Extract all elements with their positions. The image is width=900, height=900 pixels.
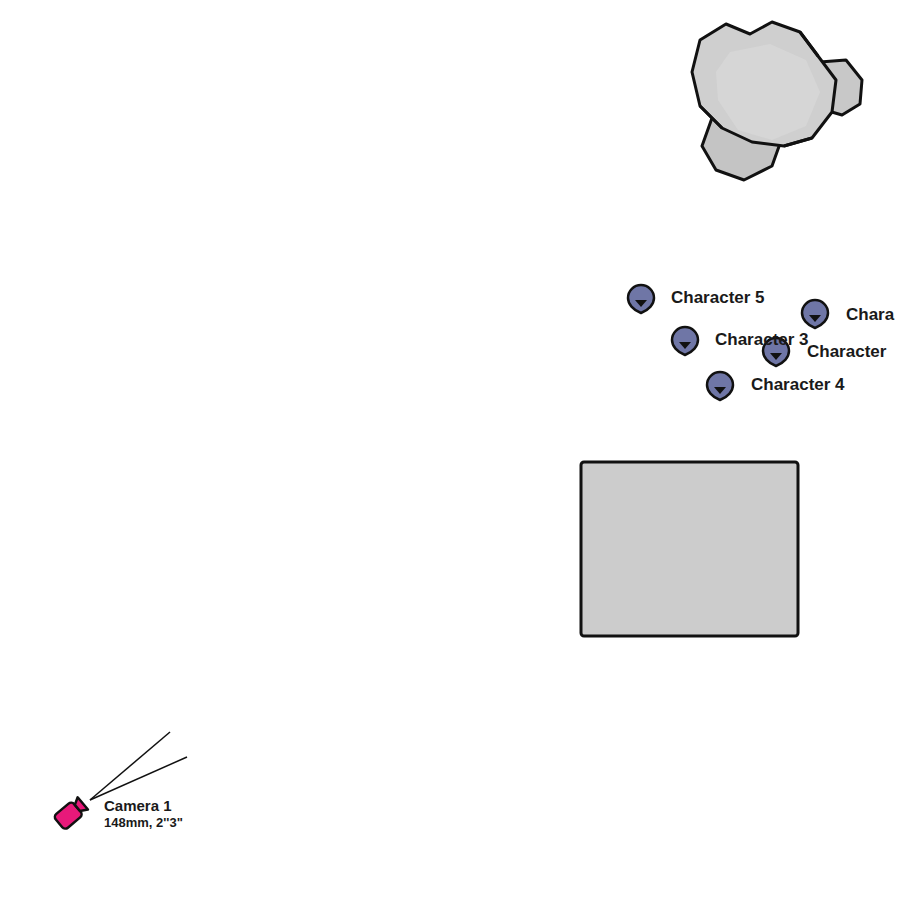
character-label: Character 3 <box>715 331 809 350</box>
table-block <box>581 462 798 636</box>
character-label: Character <box>807 343 886 362</box>
character-pin <box>672 327 698 355</box>
camera-label: Camera 1 <box>104 798 172 815</box>
character-label: Character 5 <box>671 289 765 308</box>
character-pin <box>628 285 654 313</box>
character-label: Character 4 <box>751 376 845 395</box>
character-label: Chara <box>846 306 894 325</box>
rock-cluster <box>692 22 862 180</box>
camera-icon <box>53 732 187 830</box>
character-pin <box>707 372 733 400</box>
camera-lens-label: 148mm, 2''3" <box>104 816 183 830</box>
character-pin <box>802 300 828 328</box>
